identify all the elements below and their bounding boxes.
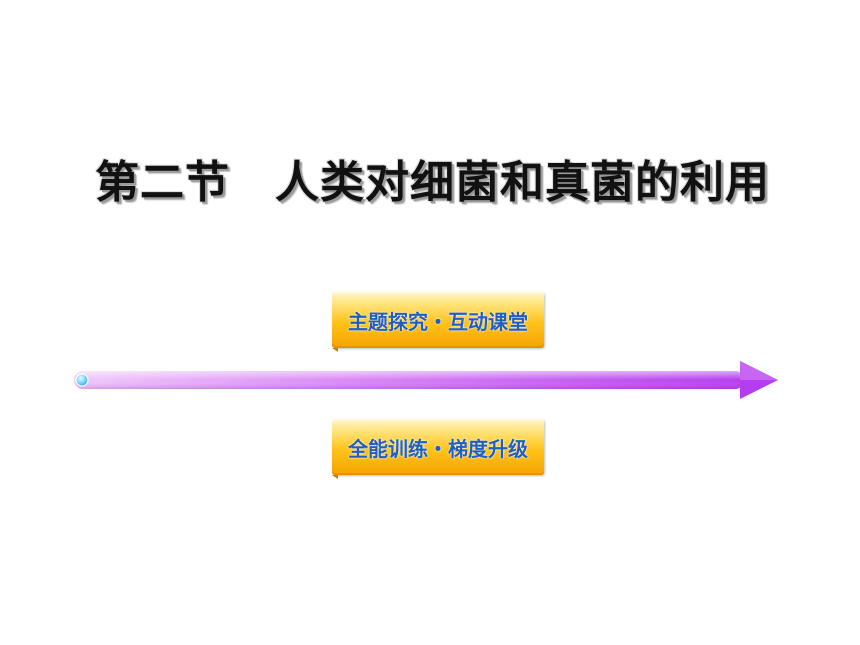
timeline-arrow (70, 356, 782, 404)
dot-icon (75, 373, 89, 387)
topic-explore-button[interactable]: 主题探究・互动课堂 (332, 292, 544, 352)
right-arrow-icon (74, 361, 778, 399)
topic-explore-label: 主题探究・互动课堂 (348, 309, 528, 334)
full-training-button[interactable]: 全能训练・梯度升级 (332, 419, 544, 479)
full-training-label: 全能训练・梯度升级 (348, 436, 528, 461)
page-title: 第二节 人类对细菌和真菌的利用 (95, 157, 770, 208)
